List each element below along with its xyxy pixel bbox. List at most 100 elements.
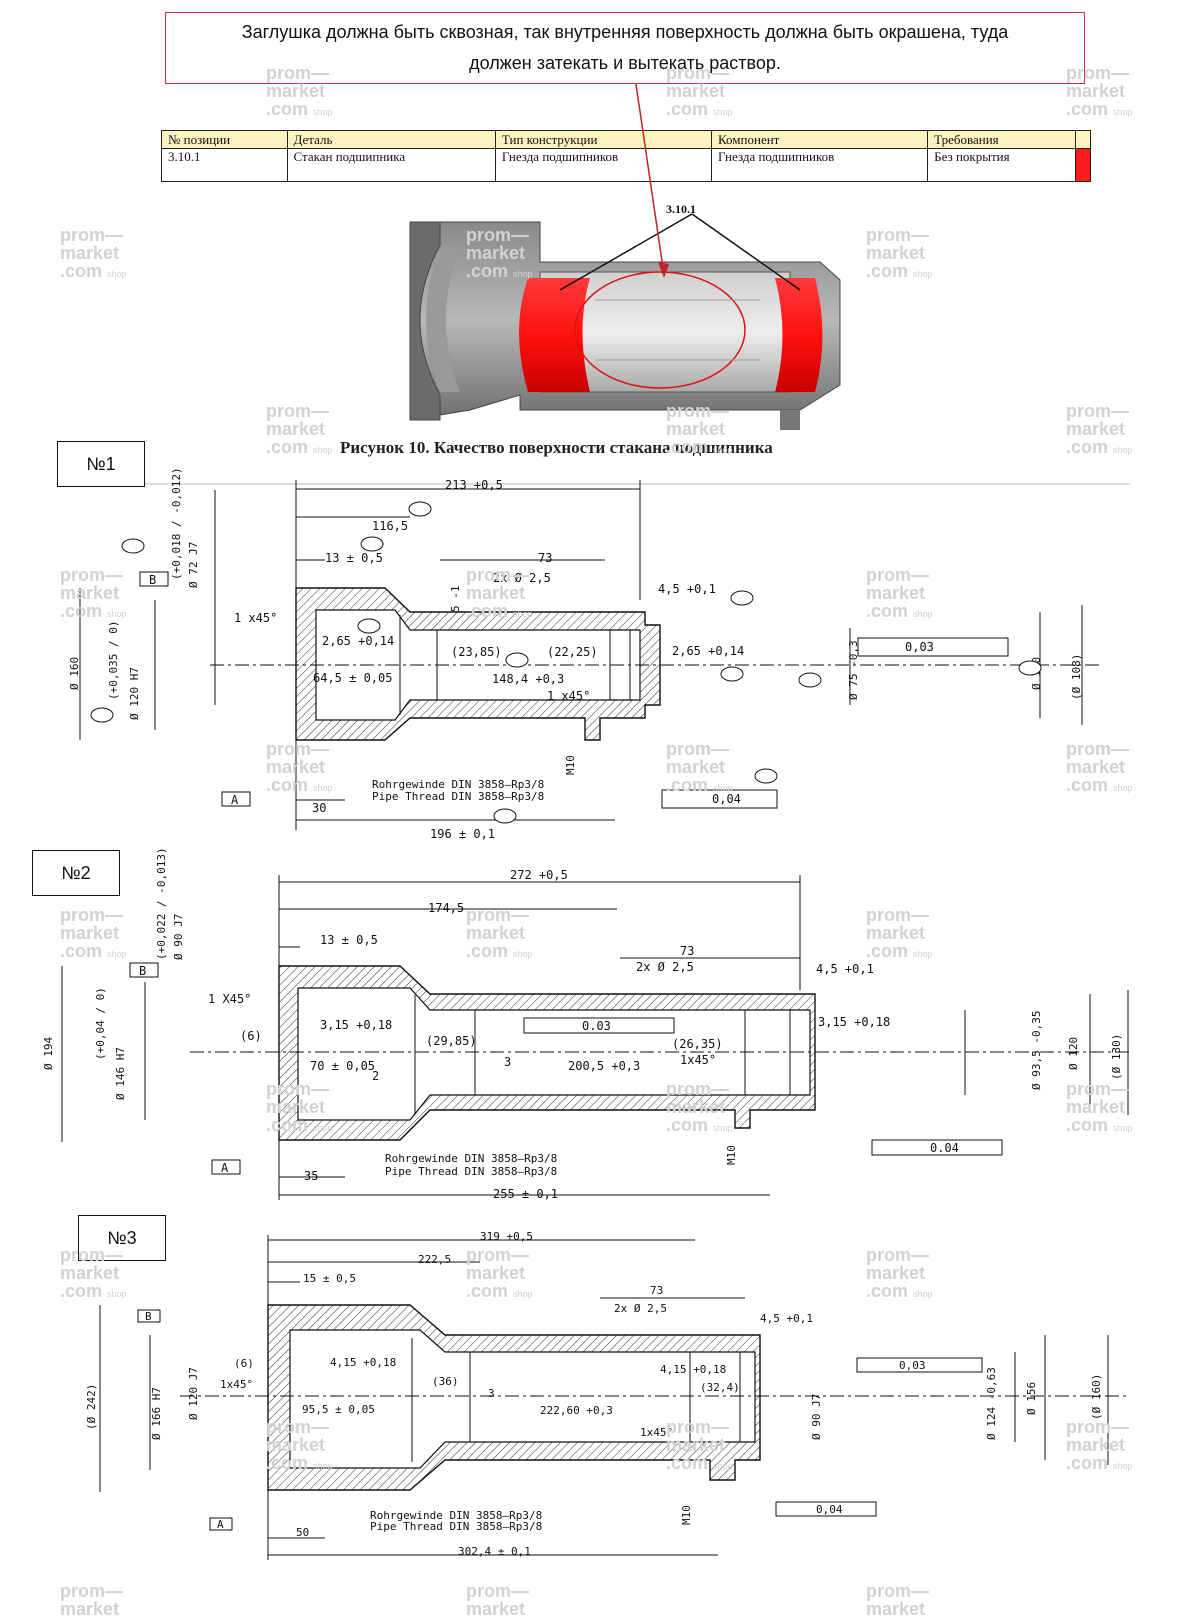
figure-caption: Рисунок 10. Качество поверхности стакана… bbox=[340, 438, 773, 457]
dim-chamfer2-1: 1 x45° bbox=[547, 689, 590, 703]
dim-d1-3: (36) bbox=[432, 1375, 459, 1388]
dim-six-2: (6) bbox=[240, 1029, 262, 1043]
gdt-parallel-frame bbox=[775, 1501, 877, 1517]
datum-b-label: B bbox=[139, 964, 146, 978]
dim-len-3: 222,60 +0,3 bbox=[540, 1404, 613, 1417]
dia90-3: Ø 90 J7 bbox=[810, 1394, 823, 1440]
drawing-2 bbox=[61, 875, 1130, 1200]
dia120-3: Ø 120 J7 bbox=[187, 1367, 200, 1420]
col-component: Компонент bbox=[711, 130, 929, 149]
datum-a-label: A bbox=[221, 1161, 229, 1175]
dim-groove-l-2: 3,15 +0,18 bbox=[320, 1018, 392, 1032]
gdt-runout-frame bbox=[523, 1017, 675, 1034]
thread-de-2: Rohrgewinde DIN 3858–Rp3/8 bbox=[385, 1152, 557, 1165]
dim-total-2: 272 +0,5 bbox=[510, 868, 568, 882]
dia124-3: Ø 124 -0,63 bbox=[985, 1367, 998, 1440]
dia-outer-1: Ø 160 bbox=[68, 657, 81, 690]
dim-holes-2: 2x Ø 2,5 bbox=[636, 960, 694, 974]
dia-outer-2: Ø 194 bbox=[42, 1037, 55, 1070]
dim-holes-3: 2x Ø 2,5 bbox=[614, 1302, 667, 1315]
dim-len35-2: 35 bbox=[304, 1169, 318, 1183]
dia-bore-3: Ø 166 H7 bbox=[150, 1387, 163, 1440]
dia156-3: Ø 156 bbox=[1025, 1382, 1038, 1415]
drawing-tag-2: №2 bbox=[32, 850, 120, 896]
dim-three-2: 3 bbox=[504, 1055, 511, 1069]
part-3d-render bbox=[409, 221, 841, 430]
dim-groove-r-2: 3,15 +0,18 bbox=[818, 1015, 890, 1029]
dim-len30-1: 30 bbox=[312, 801, 326, 815]
gdt-runout-frame bbox=[857, 637, 1009, 657]
dim-d2-3: (32,4) bbox=[700, 1381, 740, 1394]
dim-span73-2: 73 bbox=[680, 944, 694, 958]
dim-pos-3: 95,5 ± 0,05 bbox=[302, 1403, 375, 1416]
dim-len-2: 200,5 +0,3 bbox=[568, 1059, 640, 1073]
datum-a-label: A bbox=[217, 1518, 224, 1531]
dim-three-3: 3 bbox=[488, 1387, 495, 1400]
dia90-2: Ø 90 J7 bbox=[172, 914, 185, 960]
note-line-1: Заглушка должна быть сквозная, так внутр… bbox=[241, 22, 1009, 42]
balloons bbox=[90, 501, 1042, 824]
dia120-2: Ø 120 bbox=[1067, 1037, 1080, 1070]
dim-edge-3: 4,5 +0,1 bbox=[760, 1312, 813, 1325]
dim-span73-3: 73 bbox=[650, 1284, 663, 1297]
dim-six-3: (6) bbox=[234, 1357, 254, 1370]
dia72tol-1: (+0,018 / -0,012) bbox=[170, 467, 183, 580]
dim-total-1: 213 +0,5 bbox=[445, 478, 503, 492]
dim-chamfer-1: 1 x45° bbox=[234, 611, 277, 625]
drawing-3 bbox=[99, 1235, 1130, 1560]
dim-two-2: 2 bbox=[372, 1069, 379, 1083]
dia160-3: (Ø 160) bbox=[1090, 1374, 1103, 1420]
dia-bore-2: Ø 146 H7 bbox=[114, 1047, 127, 1100]
annotation-note: Заглушка должна быть сквозная, так внутр… bbox=[165, 12, 1085, 84]
note-arrow bbox=[635, 83, 665, 276]
dim-edge-2: 4,5 +0,1 bbox=[816, 962, 874, 976]
drawing-tag-3: №3 bbox=[78, 1215, 166, 1261]
dim-bore-depth-1: 116,5 bbox=[372, 519, 408, 533]
drawing-tag-1: №1 bbox=[57, 441, 145, 487]
dim-flange-3: 15 ± 0,5 bbox=[303, 1272, 356, 1285]
dia-tol-1: (+0,035 / 0) bbox=[107, 621, 120, 700]
note-arrowhead bbox=[658, 262, 669, 278]
dim-flange-2: 13 ± 0,5 bbox=[320, 933, 378, 947]
dim-chamfer2-3: 1x45° bbox=[640, 1426, 673, 1439]
thread-en-3: Pipe Thread DIN 3858–Rp3/8 bbox=[370, 1520, 542, 1533]
dim-d1-1: (23,85) bbox=[451, 645, 502, 659]
table-row: 3.10.1 Стакан подшипника Гнезда подшипни… bbox=[161, 148, 1091, 182]
dim-overall-3: 302,4 ± 0,1 bbox=[458, 1545, 531, 1558]
datum-b bbox=[129, 962, 159, 978]
gdt-runout-1: 0,03 bbox=[905, 640, 934, 654]
cell-position: 3.10.1 bbox=[161, 148, 288, 182]
m10-1: M10 bbox=[564, 755, 577, 775]
dia108-1: (Ø 108) bbox=[1070, 654, 1083, 700]
dia75-1: Ø 75 -0,3 bbox=[847, 640, 860, 700]
gdt-runout-2: 0.03 bbox=[582, 1019, 611, 1033]
col-color bbox=[1075, 130, 1091, 149]
dia-tol-2: (+0,04 / 0) bbox=[94, 987, 107, 1060]
color-swatch bbox=[1075, 148, 1091, 182]
gdt-parallel-2: 0.04 bbox=[930, 1141, 959, 1155]
datum-b bbox=[137, 1309, 161, 1323]
dim-pos-1: 64,5 ± 0,05 bbox=[313, 671, 392, 685]
drawing-1 bbox=[56, 480, 1130, 830]
dim-bore-depth-2: 174,5 bbox=[428, 901, 464, 915]
dim-span73-1: 73 bbox=[538, 551, 552, 565]
cell-requirements: Без покрытия bbox=[927, 148, 1076, 182]
datum-b-label: B bbox=[145, 1310, 152, 1323]
m10-3: M10 bbox=[680, 1505, 693, 1525]
dim-groove-l-1: 2,65 +0,14 bbox=[322, 634, 394, 648]
thread-en-1: Pipe Thread DIN 3858–Rp3/8 bbox=[372, 790, 544, 803]
leader-line bbox=[559, 213, 693, 291]
dim-d2-1: (22,25) bbox=[547, 645, 598, 659]
dia93-2: Ø 93,5 -0,35 bbox=[1030, 1011, 1043, 1090]
datum-a bbox=[209, 1517, 233, 1531]
dim-edge-1: 4,5 +0,1 bbox=[658, 582, 716, 596]
datum-a bbox=[211, 1159, 241, 1175]
thread-de-1: Rohrgewinde DIN 3858–Rp3/8 bbox=[372, 778, 544, 791]
tri5-1: 5 -1 bbox=[449, 586, 462, 613]
dim-overall-1: 196 ± 0,1 bbox=[430, 827, 495, 841]
dim-total-3: 319 +0,5 bbox=[480, 1230, 533, 1243]
gdt-runout-3: 0,03 bbox=[899, 1359, 926, 1372]
datum-a bbox=[221, 791, 251, 807]
dim-groove-r-3: 4,15 +0,18 bbox=[660, 1363, 726, 1376]
